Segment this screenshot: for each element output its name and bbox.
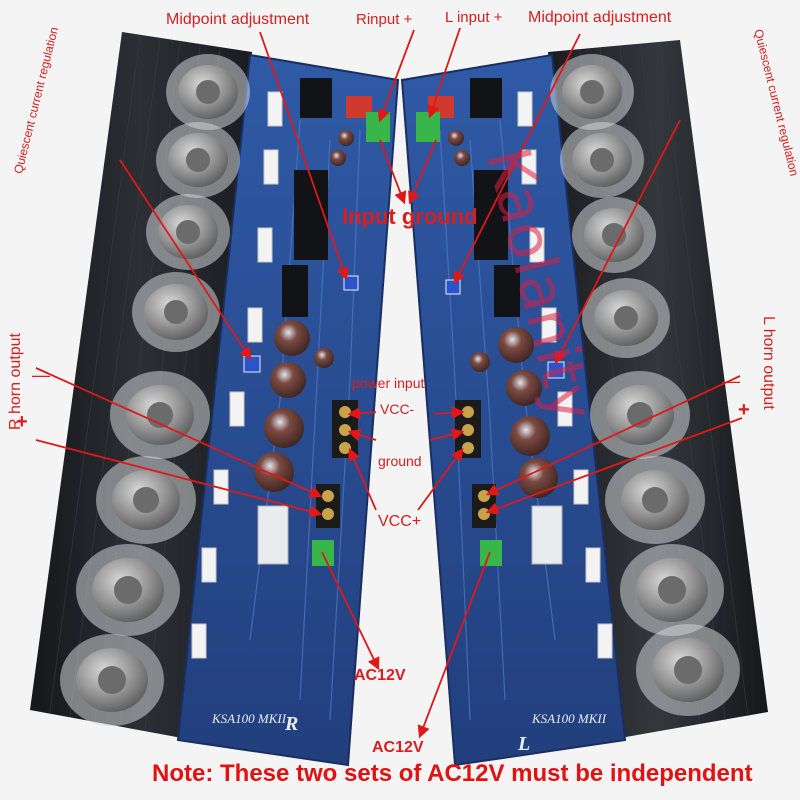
- filter-capacitors: [254, 130, 558, 498]
- r-input-label: Rinput +: [356, 12, 412, 27]
- r-board-channel: R: [285, 713, 299, 735]
- power-input-label: power input: [352, 375, 425, 391]
- midpoint-adjustment-label-left: Midpoint adjustment: [166, 11, 310, 28]
- r-output-plus: +: [16, 411, 28, 433]
- l-channel-pcb: [400, 53, 627, 767]
- ac12v-label-r-board: AC12V: [354, 667, 406, 684]
- l-input-label: L input +: [445, 10, 502, 25]
- vcc-minus-label: VCC-: [380, 401, 415, 417]
- midpoint-adjustment-label-right: Midpoint adjustment: [528, 9, 672, 26]
- right-power-transistors: [550, 54, 740, 716]
- l-board-model: KSA100 MKII: [532, 711, 607, 726]
- l-output-plus: +: [738, 399, 750, 421]
- annotation-arrows: [35, 27, 743, 739]
- independent-ac12v-note: Note: These two sets of AC12V must be in…: [152, 760, 753, 787]
- l-board-channel: L: [518, 733, 531, 755]
- r-input-sign: +: [403, 11, 413, 28]
- l-input-sign: +: [493, 9, 503, 26]
- left-power-transistors: [60, 54, 250, 726]
- r-input-text: Rinput: [356, 11, 400, 28]
- vcc-plus-label: VCC+: [378, 513, 422, 530]
- l-output-minus: —: [722, 371, 740, 391]
- l-input-text: L input: [445, 9, 490, 26]
- input-ground-label: Input ground: [342, 204, 478, 229]
- driver-heatsinks: [282, 78, 520, 317]
- ac12v-label-l-board: AC12V: [372, 739, 424, 756]
- protection-relays: [257, 505, 563, 565]
- ground-label: ground: [378, 453, 422, 469]
- r-board-model: KSA100 MKII: [212, 711, 287, 726]
- l-horn-output-label: L horn output: [760, 316, 777, 410]
- r-output-minus: —: [32, 365, 50, 385]
